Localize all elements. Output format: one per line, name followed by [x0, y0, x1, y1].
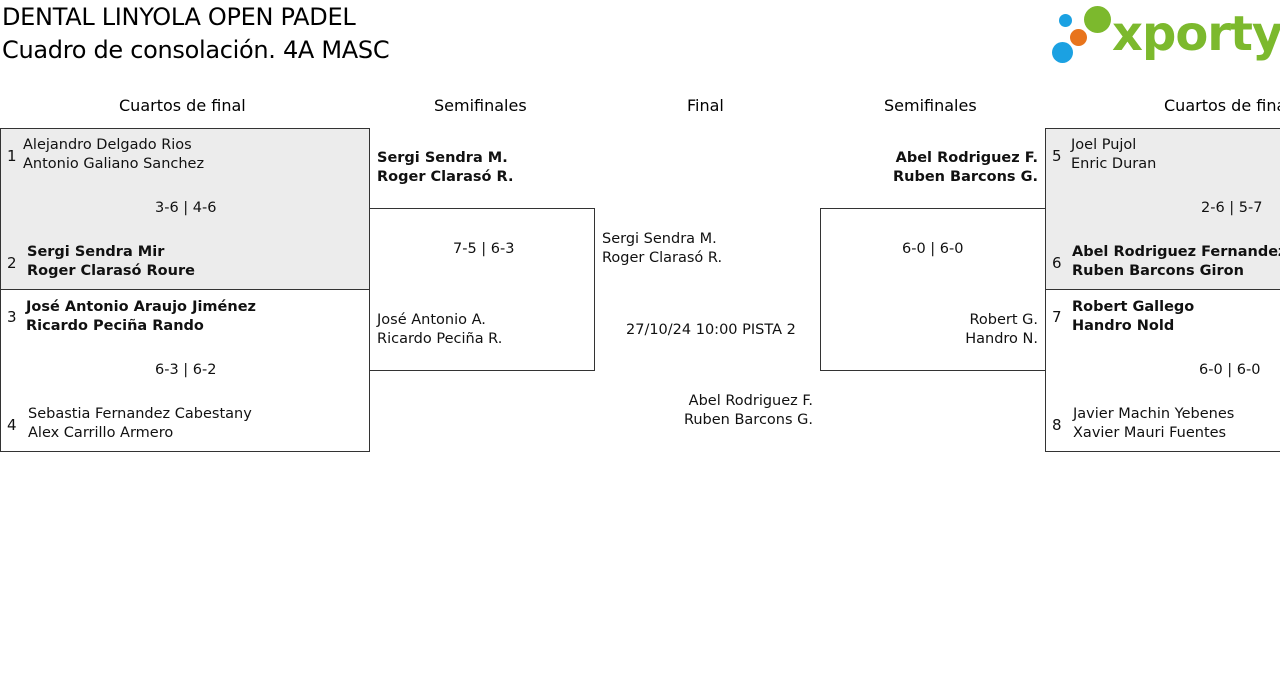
seed-number: 7: [1052, 308, 1062, 326]
player-name: Enric Duran: [1071, 156, 1157, 172]
semifinal-player: Ricardo Peciña R.: [377, 331, 503, 347]
header-final: Final: [687, 96, 724, 115]
match-score: 3-6 | 4-6: [155, 200, 217, 216]
player-name-winner: José Antonio Araujo Jiménez: [26, 299, 256, 315]
seed-number: 1: [7, 147, 17, 165]
semifinal-player: Handro N.: [965, 331, 1038, 347]
semifinal-player-winner: Sergi Sendra M.: [377, 150, 508, 166]
draw-subtitle: Cuadro de consolación. 4A MASC: [2, 36, 390, 64]
player-name-winner: Roger Clarasó Roure: [27, 263, 195, 279]
semifinal-player-winner: Roger Clarasó R.: [377, 169, 514, 185]
player-name: Joel Pujol: [1071, 137, 1137, 153]
match-box-qf4[interactable]: [1045, 289, 1280, 452]
semifinal-player-winner: Abel Rodriguez F.: [895, 150, 1038, 166]
player-name: Alejandro Delgado Rios: [23, 137, 192, 153]
xporty-logo[interactable]: xporty: [1050, 4, 1280, 68]
logo-dot-icon: [1052, 42, 1073, 63]
logo-wordmark: xporty: [1112, 6, 1280, 62]
player-name: Sebastia Fernandez Cabestany: [28, 406, 252, 422]
match-box-sf-left[interactable]: [369, 208, 595, 371]
player-name-winner: Robert Gallego: [1072, 299, 1195, 315]
player-name: Javier Machin Yebenes: [1073, 406, 1235, 422]
logo-dot-icon: [1059, 14, 1072, 27]
final-player: Ruben Barcons G.: [683, 412, 813, 428]
match-score: 6-3 | 6-2: [155, 362, 217, 378]
player-name-winner: Ruben Barcons Giron: [1072, 263, 1244, 279]
seed-number: 8: [1052, 416, 1062, 434]
logo-dot-icon: [1070, 29, 1087, 46]
match-score: 6-0 | 6-0: [1199, 362, 1261, 378]
seed-number: 5: [1052, 147, 1062, 165]
logo-dot-icon: [1084, 6, 1111, 33]
final-schedule: 27/10/24 10:00 PISTA 2: [626, 322, 796, 338]
seed-number: 6: [1052, 254, 1062, 272]
player-name: Antonio Galiano Sanchez: [23, 156, 205, 172]
final-player: Sergi Sendra M.: [602, 231, 717, 247]
match-box-qf1[interactable]: [0, 128, 370, 290]
final-player: Abel Rodriguez F.: [688, 393, 813, 409]
tournament-title: DENTAL LINYOLA OPEN PADEL: [2, 3, 356, 31]
semifinal-player-winner: Ruben Barcons G.: [892, 169, 1038, 185]
header-right-semis: Semifinales: [884, 96, 977, 115]
player-name-winner: Abel Rodriguez Fernandez: [1072, 244, 1280, 260]
player-name-winner: Sergi Sendra Mir: [27, 244, 165, 260]
player-name: Xavier Mauri Fuentes: [1073, 425, 1227, 441]
semifinal-player: José Antonio A.: [377, 312, 486, 328]
semifinal-player: Robert G.: [969, 312, 1038, 328]
match-score: 2-6 | 5-7: [1201, 200, 1263, 216]
header-right-quarters: Cuartos de final: [1164, 96, 1280, 115]
player-name-winner: Ricardo Peciña Rando: [26, 318, 204, 334]
seed-number: 2: [7, 254, 17, 272]
header-left-quarters: Cuartos de final: [119, 96, 246, 115]
seed-number: 3: [7, 308, 17, 326]
header-left-semis: Semifinales: [434, 96, 527, 115]
match-box-qf3[interactable]: [1045, 128, 1280, 290]
seed-number: 4: [7, 416, 17, 434]
match-score: 6-0 | 6-0: [902, 241, 964, 257]
match-score: 7-5 | 6-3: [453, 241, 515, 257]
player-name: Alex Carrillo Armero: [28, 425, 174, 441]
player-name-winner: Handro Nold: [1072, 318, 1175, 334]
final-player: Roger Clarasó R.: [602, 250, 723, 266]
